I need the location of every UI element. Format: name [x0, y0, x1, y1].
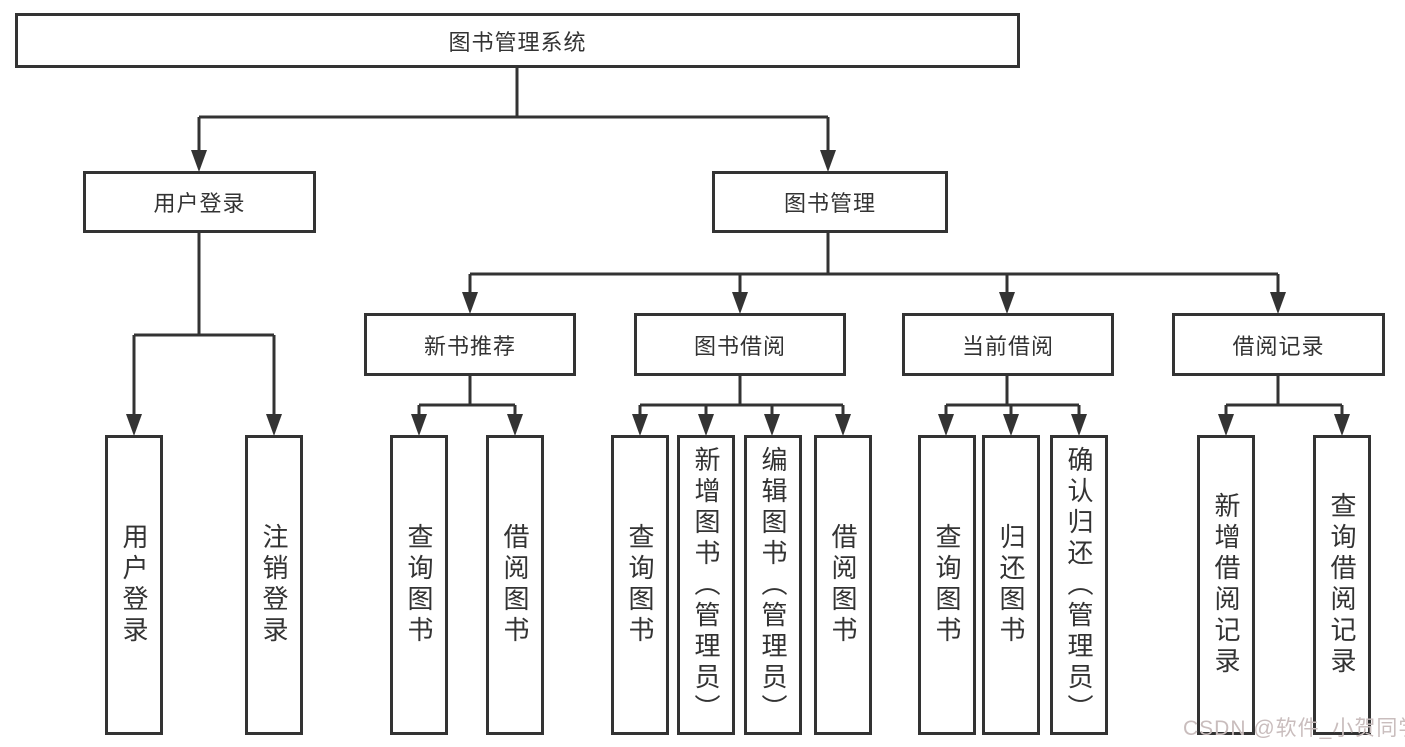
node-label: 新增图书（管理员） — [691, 445, 721, 725]
leaf-edit-book-admin: 编辑图书（管理员） — [744, 435, 802, 735]
leaf-user-login: 用户登录 — [105, 435, 163, 735]
node-label: 新增借阅记录 — [1211, 492, 1241, 678]
node-label: 用户登录 — [153, 191, 246, 216]
node-label: 当前借阅 — [961, 333, 1054, 359]
node-current-borrow: 当前借阅 — [902, 313, 1114, 376]
node-label: 编辑图书（管理员） — [758, 445, 788, 725]
node-label: 归还图书 — [996, 523, 1026, 647]
node-label: 借阅图书 — [828, 523, 858, 647]
node-label: 查询借阅记录 — [1327, 492, 1357, 678]
leaf-query-book-2: 查询图书 — [611, 435, 669, 735]
node-borrow-records: 借阅记录 — [1172, 313, 1385, 376]
node-label: 新书推荐 — [423, 333, 516, 359]
leaf-borrow-book-1: 借阅图书 — [486, 435, 544, 735]
csdn-watermark: CSDN @软件_小贺同学 — [1183, 717, 1405, 740]
node-label: 图书借阅 — [693, 333, 786, 359]
node-label: 借阅图书 — [500, 523, 530, 647]
node-label: 查询图书 — [932, 523, 962, 647]
node-label: 确认归还（管理员） — [1064, 445, 1094, 725]
node-label: 借阅记录 — [1232, 333, 1325, 359]
node-label: 图书管理系统 — [448, 29, 587, 55]
node-library-management-system: 图书管理系统 — [15, 13, 1020, 68]
node-book-management: 图书管理 — [712, 171, 948, 233]
node-label: 图书管理 — [783, 191, 876, 216]
node-label: 用户登录 — [119, 523, 149, 647]
leaf-logout: 注销登录 — [245, 435, 303, 735]
node-book-borrow: 图书借阅 — [634, 313, 846, 376]
leaf-add-borrow-record: 新增借阅记录 — [1197, 435, 1255, 735]
node-new-book-recommend: 新书推荐 — [364, 313, 576, 376]
node-label: 注销登录 — [259, 523, 289, 647]
leaf-borrow-book-2: 借阅图书 — [814, 435, 872, 735]
node-user-login: 用户登录 — [83, 171, 316, 233]
leaf-add-book-admin: 新增图书（管理员） — [677, 435, 735, 735]
leaf-confirm-return-admin: 确认归还（管理员） — [1050, 435, 1108, 735]
node-label: 查询图书 — [404, 523, 434, 647]
leaf-query-borrow-record: 查询借阅记录 — [1313, 435, 1371, 735]
leaf-return-book: 归还图书 — [982, 435, 1040, 735]
leaf-query-book-1: 查询图书 — [390, 435, 448, 735]
leaf-query-book-3: 查询图书 — [918, 435, 976, 735]
node-label: 查询图书 — [625, 523, 655, 647]
